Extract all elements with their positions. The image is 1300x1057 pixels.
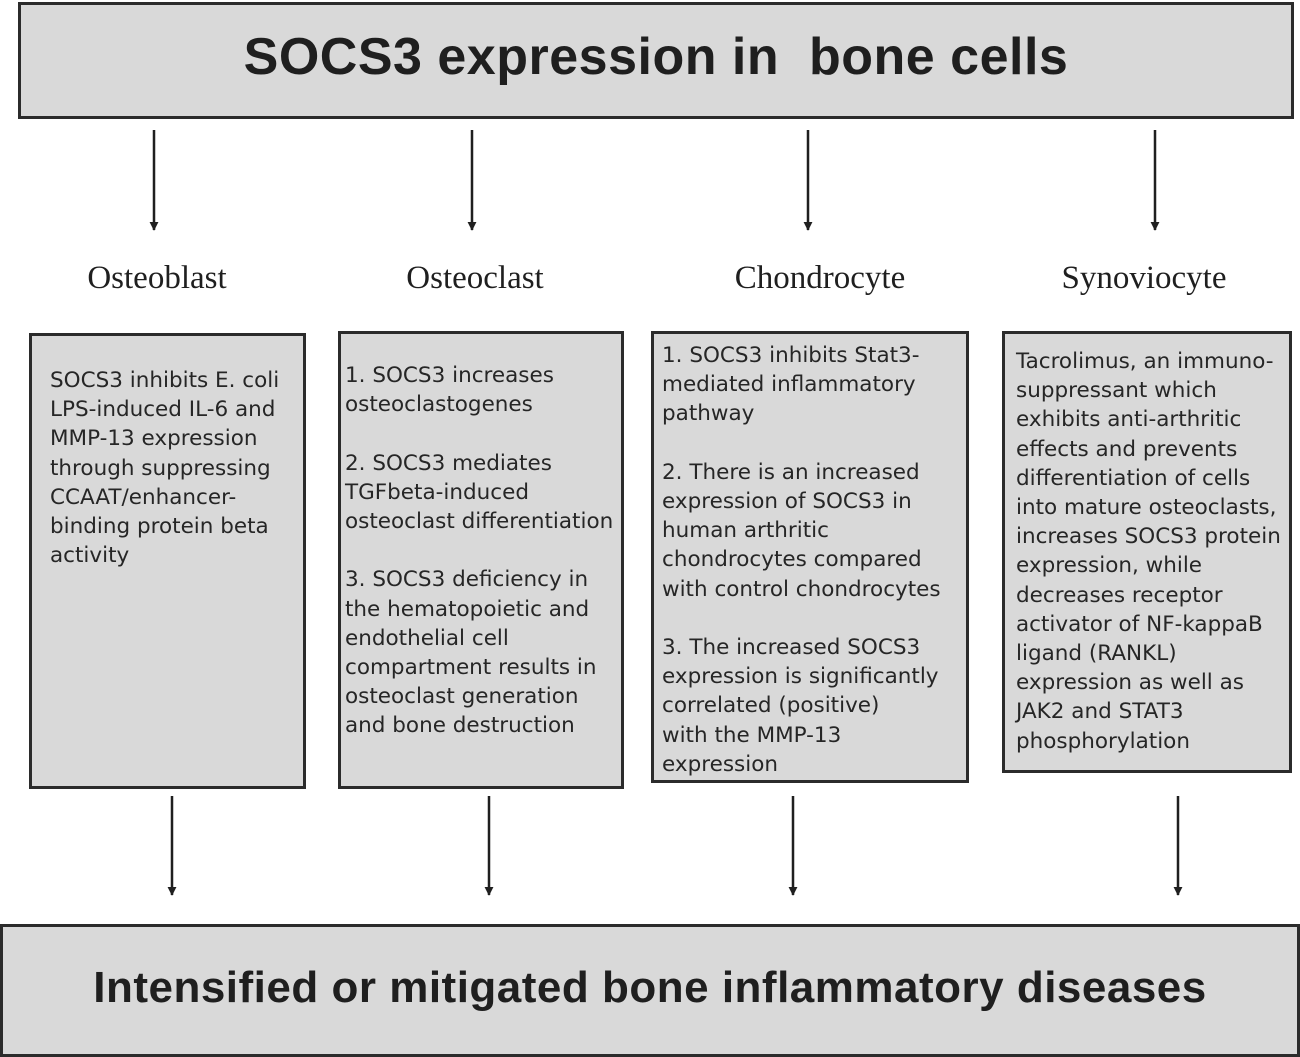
heading-synoviocyte: Synoviocyte <box>1061 260 1227 296</box>
chondrocyte-text: 1. SOCS3 inhibits Stat3- mediated inflam… <box>662 343 941 777</box>
heading-chondrocyte: Chondrocyte <box>734 260 906 296</box>
osteoclast-box: 1. SOCS3 increases osteoclastogenes 2. S… <box>338 331 624 789</box>
synoviocyte-box: Tacrolimus, an immuno- suppressant which… <box>1002 331 1292 773</box>
outcome-box: Intensified or mitigated bone inflammato… <box>0 924 1300 1057</box>
chondrocyte-box: 1. SOCS3 inhibits Stat3- mediated inflam… <box>651 331 969 783</box>
diagram-title: SOCS3 expression in bone cells <box>243 28 1069 86</box>
outcome-text: Intensified or mitigated bone inflammato… <box>93 963 1207 1012</box>
heading-osteoblast: Osteoblast <box>87 260 227 296</box>
osteoblast-box: SOCS3 inhibits E. coli LPS-induced IL-6 … <box>29 333 306 789</box>
synoviocyte-text: Tacrolimus, an immuno- suppressant which… <box>1016 349 1281 754</box>
heading-osteoclast: Osteoclast <box>406 260 544 296</box>
osteoclast-text: 1. SOCS3 increases osteoclastogenes 2. S… <box>345 363 614 739</box>
title-box: SOCS3 expression in bone cells <box>18 2 1294 119</box>
osteoblast-text: SOCS3 inhibits E. coli LPS-induced IL-6 … <box>50 368 280 569</box>
